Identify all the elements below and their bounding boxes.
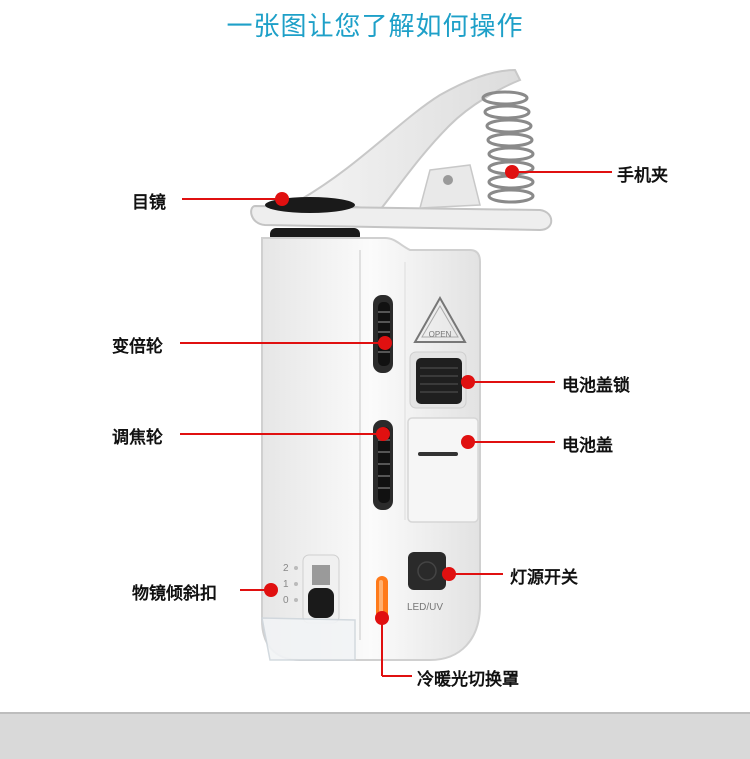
dot-battery-cover [461, 435, 475, 449]
dot-focus-wheel [376, 427, 390, 441]
tilt-mark-2: 2 [283, 563, 289, 574]
label-filter-cover: 冷暖光切换罩 [417, 670, 519, 690]
battery-cover [407, 417, 479, 523]
label-objective-tilt: 物镜倾斜扣 [132, 584, 217, 604]
battery-lock [409, 351, 467, 409]
label-light-switch: 灯源开关 [510, 568, 578, 588]
dot-phone-clip [505, 165, 519, 179]
dot-battery-lock [461, 375, 475, 389]
dot-light-switch [442, 567, 456, 581]
label-focus-wheel: 调焦轮 [112, 428, 163, 448]
microscope-illustration: OPEN LED/UV 2 1 0 [180, 68, 612, 677]
open-triangle: OPEN [413, 295, 467, 343]
label-eyepiece: 目镜 [132, 193, 166, 213]
dot-objective-tilt [264, 583, 278, 597]
label-phone-clip: 手机夹 [617, 166, 668, 186]
zoom-wheel [373, 295, 393, 373]
dot-filter-cover [375, 611, 389, 625]
dot-eyepiece [275, 192, 289, 206]
tilt-mark-1: 1 [283, 579, 289, 590]
objective-tilt-lock: 2 1 0 [283, 554, 340, 624]
open-text: OPEN [429, 330, 452, 339]
spring [481, 90, 535, 204]
led-uv-text: LED/UV [407, 602, 443, 613]
callout-dots [264, 165, 519, 625]
dot-zoom-wheel [378, 336, 392, 350]
light-switch-button: LED/UV [407, 552, 446, 613]
page-title: 一张图让您了解如何操作 [226, 12, 524, 42]
tilt-mark-0: 0 [283, 595, 289, 606]
footer-bar [0, 712, 750, 759]
focus-wheel [373, 420, 393, 510]
label-zoom-wheel: 变倍轮 [112, 337, 163, 357]
callout-lines [180, 171, 612, 677]
label-battery-cover: 电池盖 [562, 436, 613, 456]
label-battery-lock: 电池盖锁 [562, 376, 630, 396]
clear-stand [261, 617, 356, 661]
